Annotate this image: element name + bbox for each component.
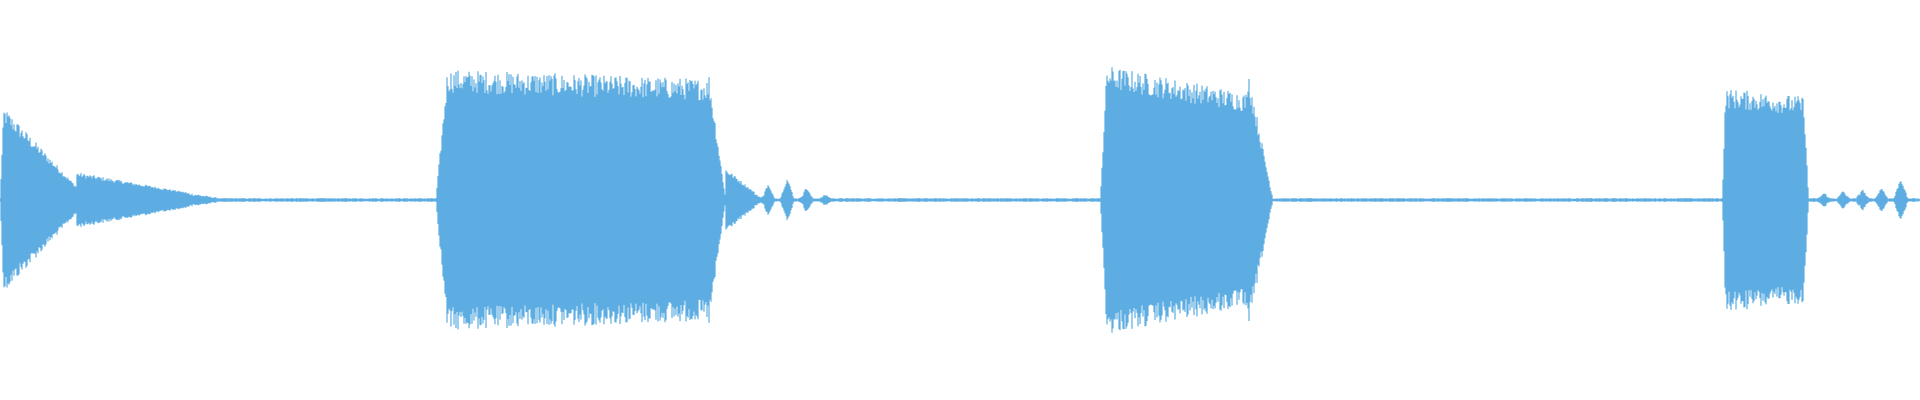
waveform-bars xyxy=(0,67,1920,333)
